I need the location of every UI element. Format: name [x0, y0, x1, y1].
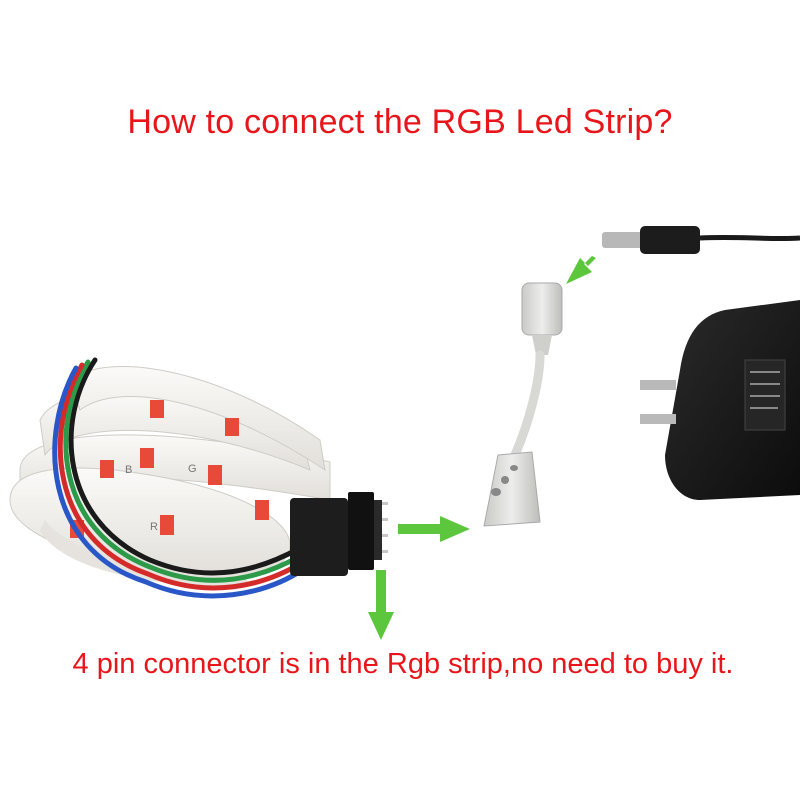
rgb-wires [52, 357, 307, 599]
svg-text:G: G [188, 463, 197, 475]
arrow-icon [368, 256, 596, 640]
footer-note: 4 pin connector is in the Rgb strip,no n… [72, 648, 734, 680]
page-title: How to connect the RGB Led Strip? [127, 103, 673, 141]
led-strip-reel: G B R [9, 366, 331, 586]
svg-text:B: B [125, 464, 132, 476]
4-pin-connector-icon [290, 492, 388, 576]
svg-text:R: R [150, 521, 158, 533]
mini-controller-icon [483, 282, 563, 527]
power-adapter-icon [602, 226, 800, 500]
